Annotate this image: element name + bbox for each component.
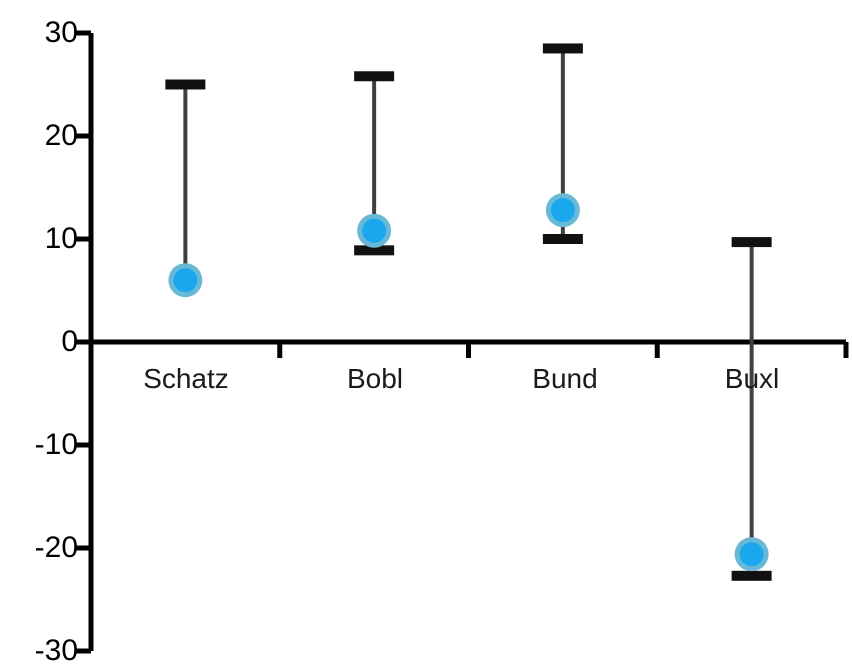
axes-group (75, 30, 849, 654)
series-group-buxl (731, 237, 772, 581)
y-tick-label-minus-30: -30 (34, 634, 78, 667)
series-group-bobl (354, 71, 395, 256)
y-tick-label-minus-20: -20 (34, 531, 78, 564)
value-marker-bobl[interactable] (362, 218, 387, 243)
y-tick-label-20: 20 (44, 119, 78, 152)
range-high-cap-schatz (165, 79, 206, 90)
value-marker-bund[interactable] (550, 198, 575, 223)
value-marker-schatz[interactable] (173, 268, 198, 293)
y-tick-label-10: 10 (44, 222, 78, 255)
range-high-cap-buxl (731, 237, 772, 248)
x-category-label-buxl: Buxl (724, 363, 780, 394)
range-low-cap-bund (542, 234, 583, 244)
series-group-schatz (165, 79, 206, 298)
range-low-cap-bobl (354, 245, 395, 256)
y-tick-label-30: 30 (44, 16, 78, 49)
value-marker-buxl[interactable] (739, 542, 764, 567)
x-category-label-schatz: Schatz (143, 363, 229, 394)
series-group-bund (542, 43, 583, 244)
x-category-label-bobl: Bobl (346, 363, 404, 394)
y-tick-label-0: 0 (61, 325, 78, 358)
x-category-label-bund: Bund (532, 363, 598, 394)
y-tick-label-minus-10: -10 (34, 428, 78, 461)
range-low-cap-buxl (731, 570, 772, 581)
range-high-cap-bund (542, 43, 583, 54)
range-high-cap-bobl (354, 71, 395, 82)
